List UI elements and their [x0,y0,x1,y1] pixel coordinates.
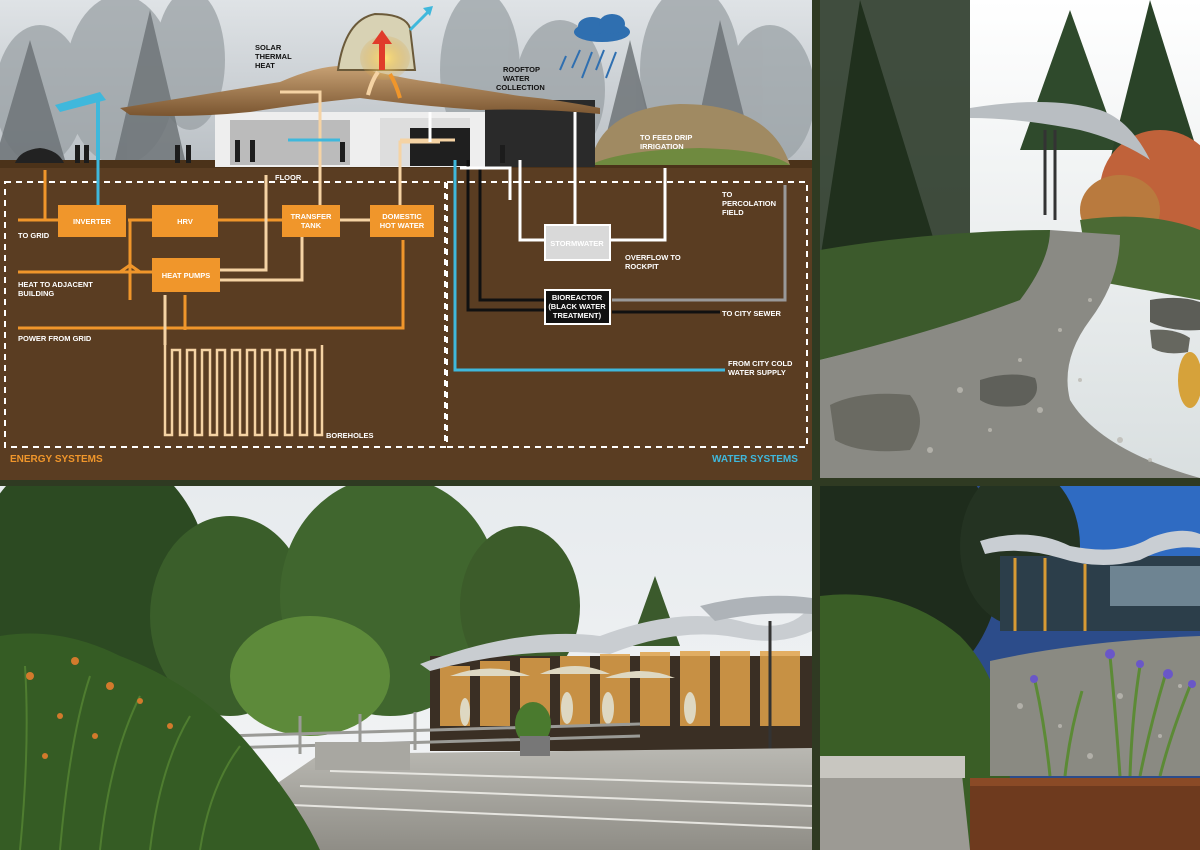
transfer-tank-box [282,205,340,237]
systems-diagram-svg: INVERTER HRV TRANSFER TANK DOMESTIC HOT … [0,0,812,480]
stormwater-label: STORMWATER [550,239,604,248]
solar-thermal-label-3: HEAT [255,61,275,70]
energy-systems-label: ENERGY SYSTEMS [10,454,103,465]
garden-planting-photo [820,486,1200,850]
heat-to-adjacent-label-1: HEAT TO ADJACENT [18,280,93,289]
boreholes-label: BOREHOLES [326,431,374,440]
energy-pipes [18,90,455,345]
from-city-cold-label-2: WATER SUPPLY [728,368,786,377]
bioreactor-label-2: (BLACK WATER [548,302,606,311]
energy-systems-boundary [4,181,446,448]
heat-pumps-label: HEAT PUMPS [162,271,211,280]
solar-thermal-label-2: THERMAL [255,52,292,61]
systems-diagram: INVERTER HRV TRANSFER TANK DOMESTIC HOT … [0,0,812,480]
stormwater-tank [544,224,611,261]
from-city-cold-label-1: FROM CITY COLD [728,359,793,368]
heat-exhaust-arrows [366,6,433,99]
domestic-hot-water-label-2: HOT WATER [380,221,425,230]
to-percolation-label-1: TO [722,190,732,199]
water-systems-boundary [446,181,808,448]
domestic-hot-water-label-1: DOMESTIC [382,212,422,221]
to-city-sewer-label: TO CITY SEWER [722,309,781,318]
water-systems-label: WATER SYSTEMS [712,454,798,465]
to-grid-label: TO GRID [18,231,50,240]
rooftop-water-label-1: ROOFTOP [503,65,540,74]
transfer-tank-label-2: TANK [301,221,322,230]
water-pipes [288,112,787,372]
heat-pumps-box [152,258,220,292]
domestic-hot-water-box [370,205,434,237]
rain-cloud-icon [559,14,630,79]
to-percolation-label-3: FIELD [722,208,744,217]
heat-to-adjacent-label-2: BUILDING [18,289,54,298]
borehole-loops [163,345,324,437]
transfer-tank-label-1: TRANSFER [291,212,332,221]
power-from-grid-label: POWER FROM GRID [18,334,92,343]
floor-label: FLOOR [275,173,302,182]
component-boxes [58,205,611,325]
solar-panel-icon [55,92,106,160]
visitor-centre-cafe-photo [0,486,812,850]
green-roof-mound [590,104,790,165]
to-feed-drip-label-1: TO FEED DRIP [640,133,692,142]
inverter-box [58,205,126,237]
overflow-label-1: OVERFLOW TO [625,253,681,262]
bioreactor-box [544,289,611,325]
rooftop-water-label-2: WATER [503,74,530,83]
bioreactor-label-1: BIOREACTOR [552,293,603,302]
gravel-path-garden-photo [820,0,1200,478]
solar-thermal-label-1: SOLAR [255,43,282,52]
hrv-box [152,205,218,237]
wavy-roof [120,65,600,116]
rooftop-water-label-3: COLLECTION [496,83,545,92]
overflow-label-2: ROCKPIT [625,262,659,271]
hrv-label: HRV [177,217,193,226]
building-section [15,12,600,167]
inverter-label: INVERTER [73,217,112,226]
to-feed-drip-label-2: IRRIGATION [640,142,684,151]
bioreactor-label-3: TREATMENT) [553,311,602,320]
to-percolation-label-2: PERCOLATION [722,199,776,208]
